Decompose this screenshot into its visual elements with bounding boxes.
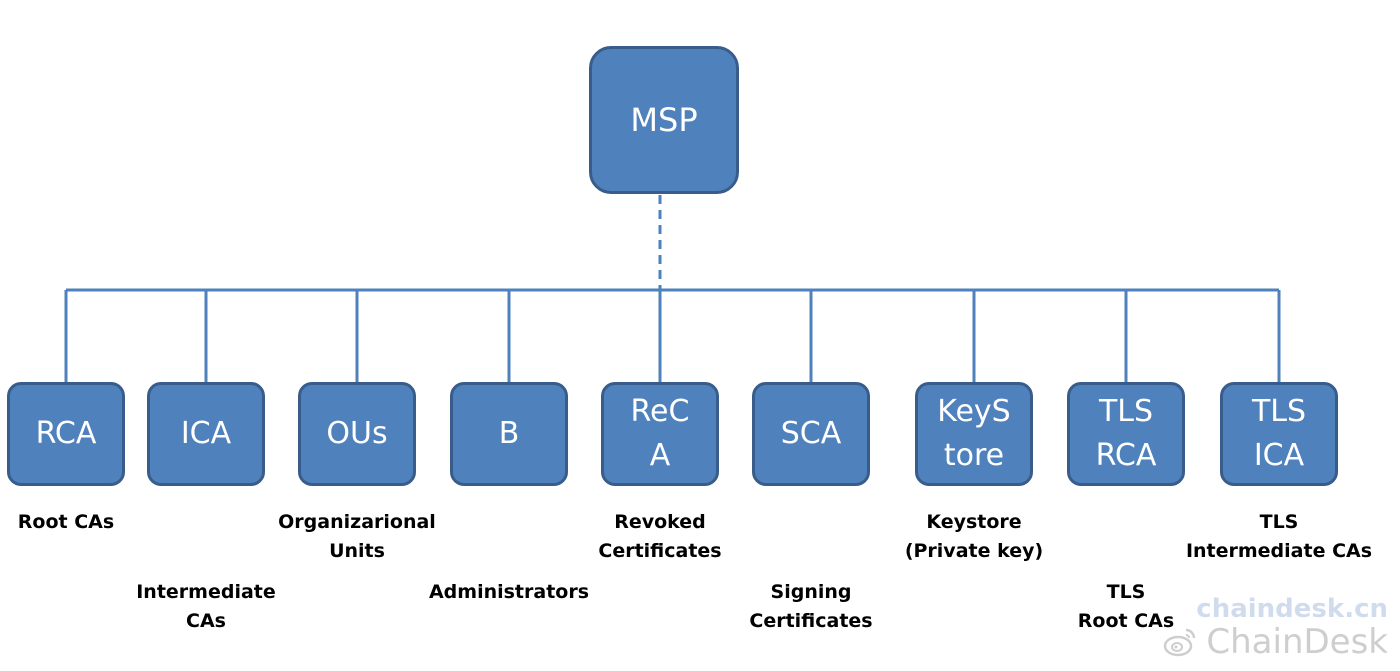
reca-node-label: ReC A: [630, 394, 690, 473]
tls-rca-caption: TLS Root CAs: [1077, 581, 1175, 632]
ica-caption: Intermediate CAs: [136, 581, 276, 632]
msp-root-node: MSP: [589, 46, 739, 194]
keystore-node-label: KeyS tore: [937, 394, 1011, 473]
tls-rca-node: TLS RCA: [1067, 382, 1185, 486]
rca-node: RCA: [7, 382, 125, 486]
sca-caption: Signing Certificates: [749, 581, 873, 632]
ous-node: OUs: [298, 382, 416, 486]
ous-node-label: OUs: [326, 416, 388, 451]
b-caption: Administrators: [428, 581, 590, 603]
rca-node-label: RCA: [35, 416, 97, 451]
reca-caption: Revoked Certificates: [598, 511, 722, 562]
tls-ica-node-label: TLS ICA: [1251, 394, 1307, 473]
tls-ica-node: TLS ICA: [1220, 382, 1338, 486]
ica-node-label: ICA: [180, 416, 232, 451]
sca-node: SCA: [752, 382, 870, 486]
msp-root-label: MSP: [630, 101, 698, 139]
keystore-caption: Keystore (Private key): [904, 511, 1044, 562]
tls-ica-caption: TLS Intermediate CAs: [1185, 511, 1373, 562]
sca-node-label: SCA: [780, 416, 842, 451]
b-node-label: B: [498, 416, 520, 451]
tls-rca-node-label: TLS RCA: [1095, 394, 1157, 473]
keystore-node: KeyS tore: [915, 382, 1033, 486]
b-node: B: [450, 382, 568, 486]
rca-caption: Root CAs: [17, 511, 115, 533]
ous-caption: Organizarional Units: [278, 511, 436, 562]
ica-node: ICA: [147, 382, 265, 486]
reca-node: ReC A: [601, 382, 719, 486]
